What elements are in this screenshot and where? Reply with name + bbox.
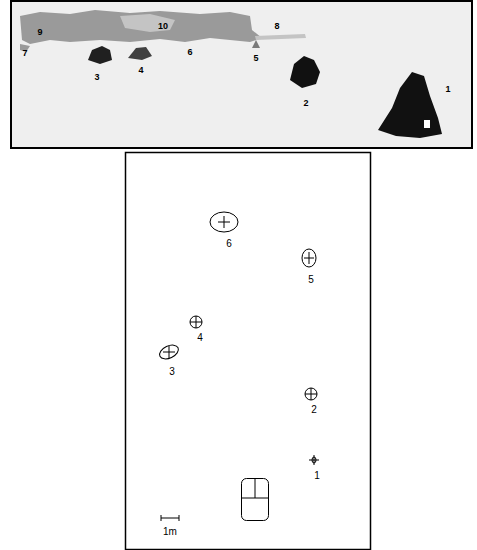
landmark-number: 2 — [311, 405, 317, 415]
region-number: 7 — [22, 49, 27, 58]
scale-bar — [161, 515, 179, 521]
background-region — [255, 34, 306, 40]
background-region — [120, 14, 175, 32]
landmark-number: 1 — [314, 471, 320, 481]
landmark-number: 6 — [226, 239, 232, 249]
region-number: 2 — [303, 99, 308, 108]
region-number: 8 — [274, 22, 279, 31]
landmark-ellipses — [157, 212, 319, 465]
region-number: 10 — [158, 22, 168, 31]
region-number: 4 — [138, 66, 143, 75]
obstacle-blob — [128, 47, 152, 60]
obstacle-blob — [252, 40, 260, 48]
obstacle-blob — [88, 46, 112, 64]
segmented-image — [11, 1, 472, 148]
map-frame — [126, 153, 371, 550]
obstacle-detail — [424, 120, 430, 128]
landmark-number: 3 — [169, 367, 175, 377]
region-number: 5 — [253, 54, 258, 63]
landmark-number: 5 — [308, 275, 314, 285]
region-number: 1 — [445, 85, 450, 94]
region-number: 6 — [187, 48, 192, 57]
robot-symbol — [242, 479, 269, 521]
region-number: 3 — [94, 73, 99, 82]
region-number: 9 — [37, 28, 42, 37]
landmark-number: 4 — [197, 333, 203, 343]
scale-label: 1m — [163, 527, 177, 537]
obstacle-blob — [378, 72, 442, 138]
obstacle-blob — [290, 56, 320, 88]
background-region — [20, 10, 262, 44]
